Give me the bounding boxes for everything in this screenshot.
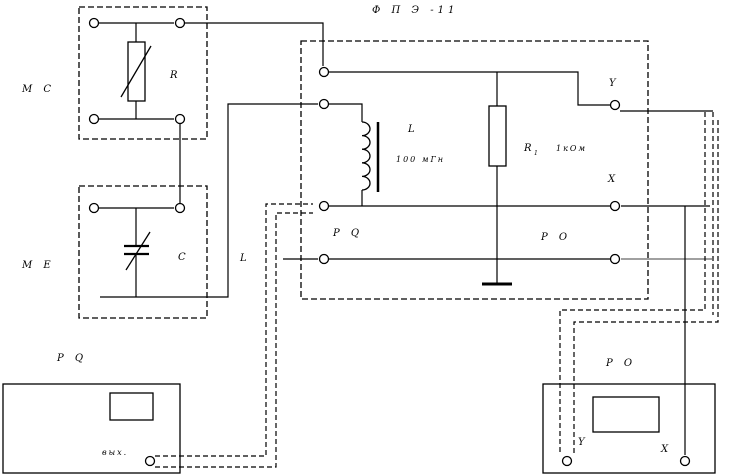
inductor-coil [361, 121, 371, 191]
label-generator-output: вых. [102, 448, 128, 457]
wire-fpe-top-rail [329, 71, 610, 106]
wires [99, 22, 713, 455]
terminal-mc-tl[interactable] [88, 17, 100, 29]
terminal-osc-x[interactable] [679, 455, 691, 467]
shielded-cables [155, 112, 719, 468]
label-fpe-title: Ф П Э -11 [372, 5, 458, 16]
terminal-fpe-pq[interactable] [318, 253, 330, 265]
label-wire-l: L [239, 253, 251, 264]
terminal-fpe-x-left[interactable] [318, 200, 330, 212]
label-resistor-r: R [169, 70, 182, 81]
label-term-y: Y [609, 78, 620, 89]
label-term-x: X [607, 174, 619, 185]
terminal-osc-y[interactable] [561, 455, 573, 467]
label-inductor-name: L [407, 124, 419, 135]
label-module-me: М Е [21, 260, 55, 271]
terminal-mc-bl[interactable] [88, 113, 100, 125]
wire-mc-to-fpe [185, 22, 324, 66]
label-r1-sub: 1 [534, 150, 538, 157]
terminals [88, 17, 691, 467]
label-oscilloscope-title: P O [605, 358, 636, 369]
label-inductor-value: 100 мГн [396, 155, 445, 164]
terminal-fpe-po[interactable] [609, 253, 621, 265]
fpe-board-box [300, 40, 649, 300]
cable-generator-inner [155, 212, 313, 468]
label-generator-title: P Q [56, 353, 87, 364]
label-module-mc: М С [21, 84, 55, 95]
terminal-fpe-x[interactable] [609, 200, 621, 212]
resistor-r-arrow [120, 45, 152, 98]
oscilloscope-screen [592, 396, 660, 433]
capacitor-c-arrow [125, 231, 151, 271]
generator-body [2, 383, 181, 474]
label-po-inside: P O [540, 232, 571, 243]
module-me-box [78, 185, 208, 319]
generator-display [109, 392, 154, 421]
cable-oscilloscope-inner [573, 120, 719, 455]
label-r1-name: R [523, 143, 536, 154]
terminal-me-tl[interactable] [88, 202, 100, 214]
label-pq-inside: P Q [332, 228, 363, 239]
terminal-mc-tr[interactable] [174, 17, 186, 29]
wire-me-to-fpe [100, 103, 318, 298]
label-osc-y: Y [578, 437, 589, 448]
oscilloscope-body [542, 383, 716, 474]
module-mc-box [78, 6, 208, 140]
label-r1-value: 1кОм [556, 144, 587, 153]
cable-generator-outer [155, 203, 313, 457]
wire-inductor-top [329, 103, 363, 122]
terminal-fpe-y[interactable] [609, 99, 621, 111]
terminal-fpe-l-in[interactable] [318, 98, 330, 110]
terminal-mc-br[interactable] [174, 113, 186, 125]
label-osc-x: X [660, 444, 672, 455]
resistor-r1 [488, 105, 507, 167]
terminal-generator-out[interactable] [144, 455, 156, 467]
label-capacitor-c: C [178, 252, 190, 263]
terminal-fpe-top[interactable] [318, 66, 330, 78]
cable-oscilloscope-outer [559, 112, 706, 455]
terminal-me-tr[interactable] [174, 202, 186, 214]
